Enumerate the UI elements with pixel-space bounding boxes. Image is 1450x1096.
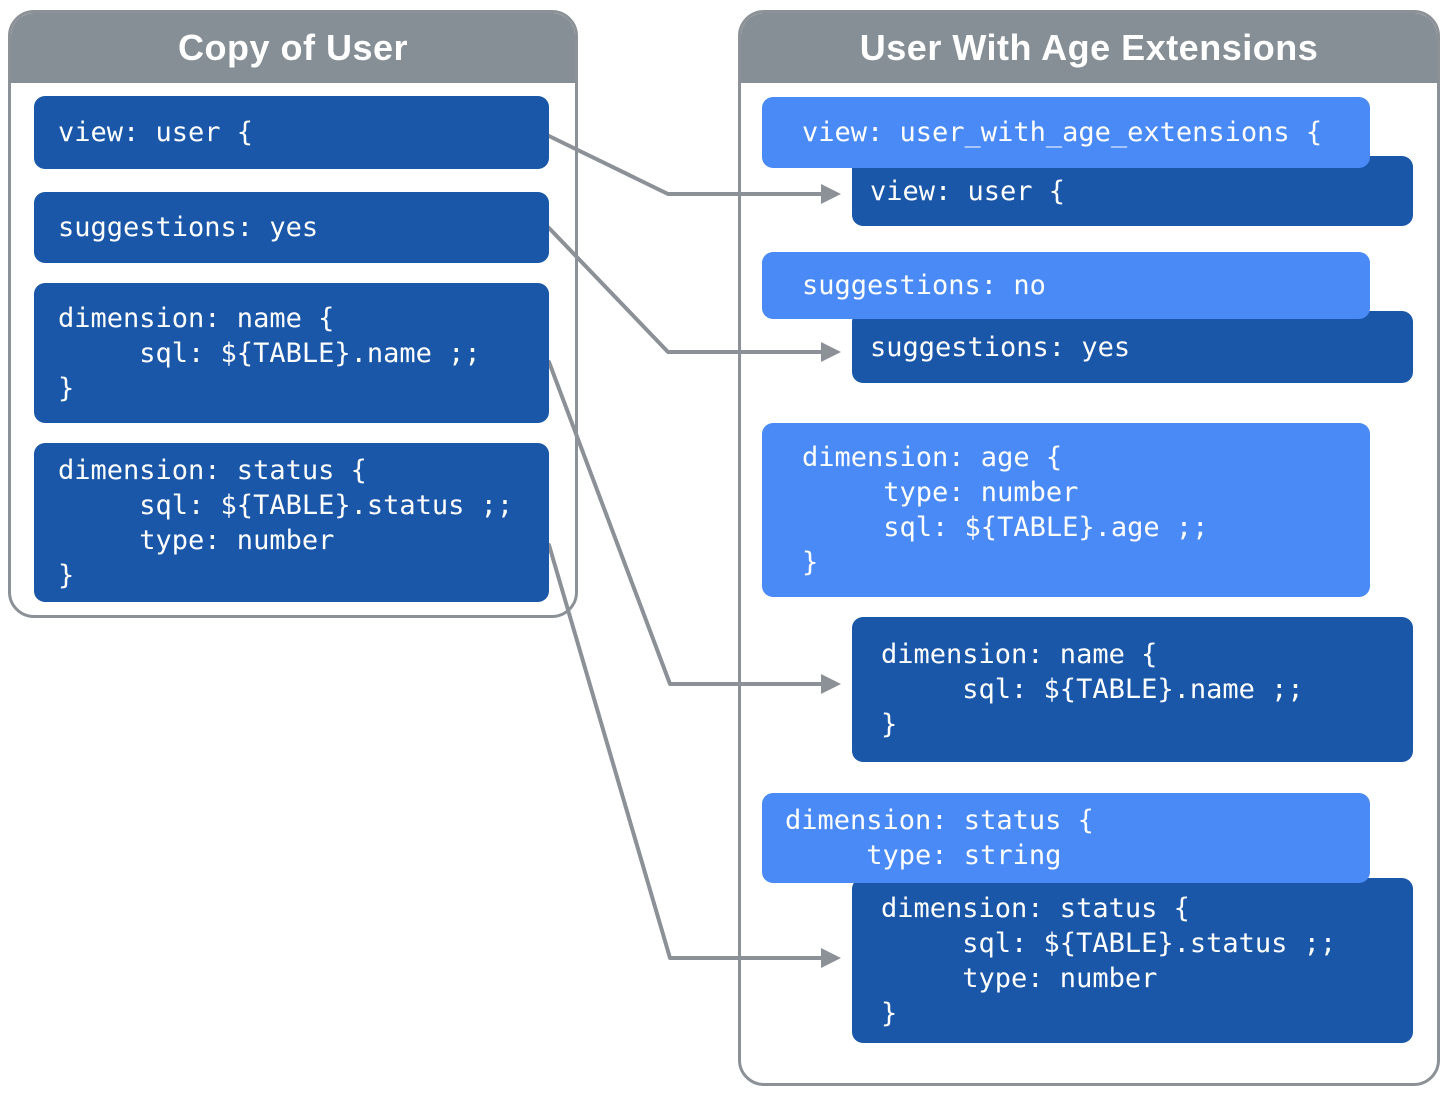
code-box-left-view-user: view: user { <box>34 96 549 169</box>
code-line: view: user { <box>870 175 1066 207</box>
left-panel-title: Copy of User <box>177 27 409 68</box>
code-line: dimension: name { <box>58 302 335 334</box>
code-line: view: user { <box>58 117 254 148</box>
code-line: } <box>881 997 898 1029</box>
right-panel-title: User With Age Extensions <box>859 27 1319 68</box>
right-panel-header: User With Age Extensions <box>741 13 1437 83</box>
code-line: type: number <box>881 962 1158 994</box>
code-box-right-override-view-extensions: view: user_with_age_extensions { <box>762 97 1370 168</box>
code-box-right-override-suggestions-no: suggestions: no <box>762 252 1370 319</box>
code-box-left-dimension-status: dimension: status { sql: ${TABLE}.status… <box>34 443 549 602</box>
code-line: dimension: status { <box>785 805 1094 836</box>
code-line: type: string <box>785 840 1062 871</box>
code-line: view: user_with_age_extensions { <box>802 117 1323 148</box>
code-box-right-inherited-suggestions-yes: suggestions: yes <box>852 311 1413 383</box>
code-line: dimension: status { <box>58 454 367 486</box>
code-line: dimension: name { <box>881 639 1158 670</box>
code-box-right-inherited-dimension-status: dimension: status { sql: ${TABLE}.status… <box>852 878 1413 1043</box>
left-panel-header: Copy of User <box>11 13 575 83</box>
code-line: suggestions: yes <box>58 212 319 243</box>
code-box-right-inherited-dimension-name: dimension: name { sql: ${TABLE}.name ;; … <box>852 617 1413 762</box>
code-line: type: number <box>58 524 335 556</box>
code-line: sql: ${TABLE}.age ;; <box>802 512 1209 543</box>
code-line: } <box>802 547 819 578</box>
code-line: } <box>881 709 898 740</box>
code-line: } <box>58 559 75 591</box>
code-line: sql: ${TABLE}.name ;; <box>881 674 1304 705</box>
code-line: dimension: age { <box>802 442 1063 473</box>
code-line: suggestions: no <box>802 270 1046 301</box>
code-line: dimension: status { <box>881 892 1190 924</box>
code-line: sql: ${TABLE}.status ;; <box>881 927 1337 959</box>
code-box-right-override-dimension-status-string: dimension: status { type: string <box>762 793 1370 883</box>
code-line: suggestions: yes <box>870 331 1131 363</box>
code-line: type: number <box>802 477 1079 508</box>
code-box-right-override-dimension-age: dimension: age { type: number sql: ${TAB… <box>762 423 1370 597</box>
code-box-left-dimension-name: dimension: name { sql: ${TABLE}.name ;; … <box>34 283 549 423</box>
code-box-left-suggestions-yes: suggestions: yes <box>34 192 549 263</box>
code-line: sql: ${TABLE}.name ;; <box>58 337 481 369</box>
code-line: } <box>58 372 75 404</box>
code-line: sql: ${TABLE}.status ;; <box>58 489 514 521</box>
